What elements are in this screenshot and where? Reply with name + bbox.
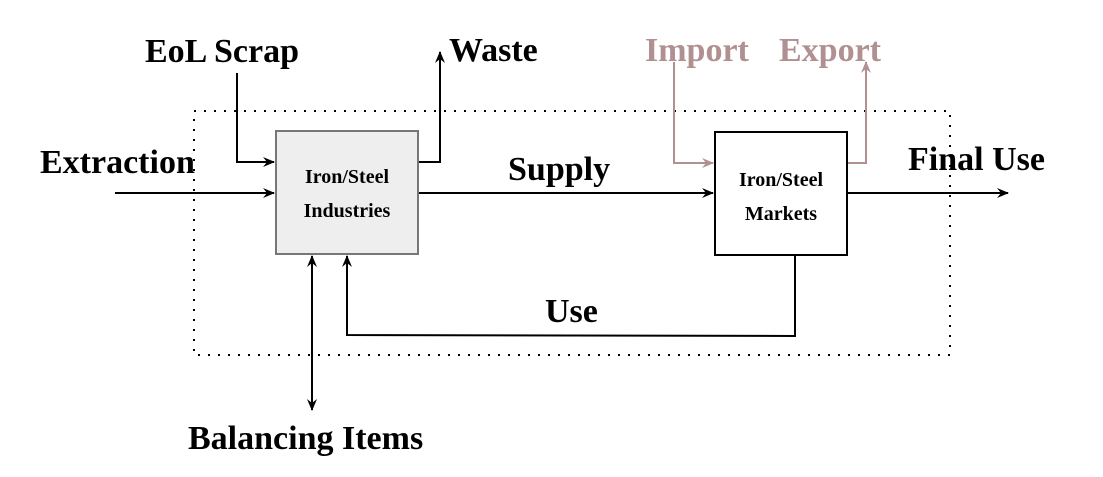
extraction-label: Extraction <box>40 144 195 181</box>
markets-node[interactable] <box>714 131 848 256</box>
import-arrow <box>673 62 714 168</box>
industries-label-line1: Iron/Steel <box>305 166 390 188</box>
final-use-label: Final Use <box>908 141 1045 178</box>
waste-label: Waste <box>449 32 538 69</box>
export-label: Export <box>779 32 882 69</box>
eol-scrap-label: EoL Scrap <box>145 33 299 70</box>
supply-label: Supply <box>508 151 610 188</box>
balancing-items-label: Balancing Items <box>188 420 423 457</box>
use-arrow <box>342 255 796 338</box>
markets-label-line1: Iron/Steel <box>739 169 824 191</box>
eol-scrap-arrow <box>236 73 275 167</box>
waste-arrow <box>419 51 445 163</box>
export-arrow <box>848 61 871 164</box>
industries-node[interactable] <box>275 130 419 255</box>
use-label: Use <box>545 293 598 330</box>
import-label: Import <box>645 32 750 69</box>
industries-label-line2: Industries <box>304 200 391 222</box>
markets-label-line2: Markets <box>745 203 817 225</box>
